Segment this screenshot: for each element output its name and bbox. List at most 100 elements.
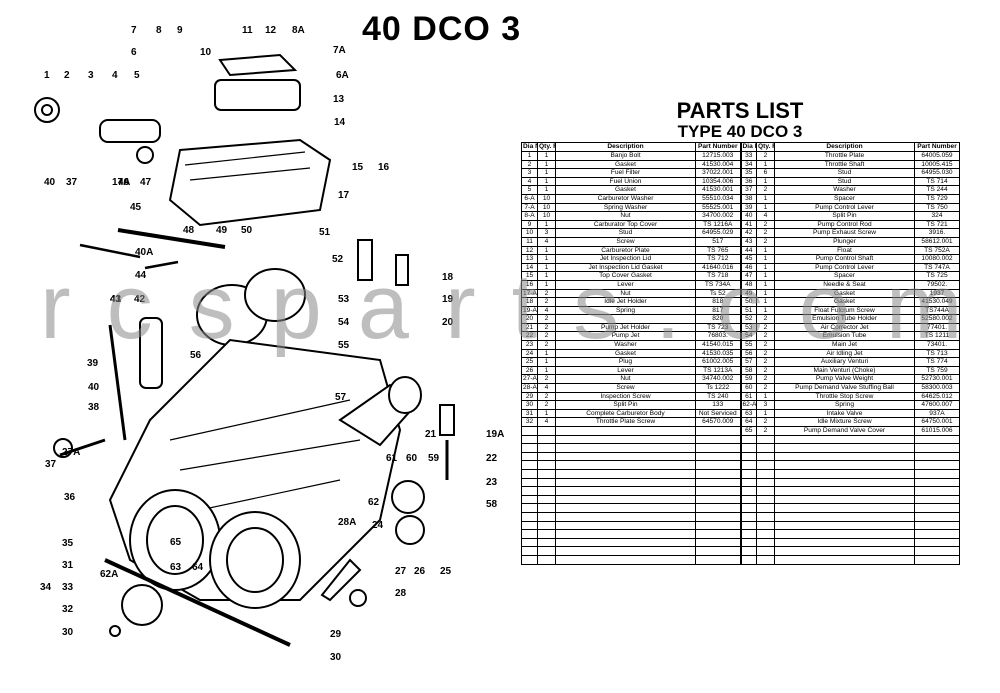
row-qty	[537, 434, 556, 445]
row-qty: 1	[537, 151, 556, 161]
row-dia-no: 44	[739, 245, 757, 256]
row-qty: 2	[537, 297, 556, 307]
row-dia-no: 38	[739, 193, 757, 204]
row-description: Pump Control Rod	[774, 219, 915, 230]
jet-inspection-lid	[214, 79, 301, 111]
row-qty: 1	[756, 279, 775, 290]
row-dia-no: 52	[739, 314, 757, 324]
header-dia-no: Dia No.	[521, 142, 538, 152]
row-part-number: TS 712	[695, 254, 741, 264]
table-row	[521, 554, 960, 565]
callout-label: 39	[87, 358, 99, 369]
callout-label: 7A	[333, 45, 346, 56]
row-part-number	[914, 537, 960, 548]
callout-label: 6	[131, 47, 137, 58]
pump-jet-holder	[439, 404, 455, 436]
row-description	[774, 494, 915, 505]
row-description	[555, 503, 696, 513]
callout-label: 48	[183, 225, 195, 236]
row-dia-no: 23	[521, 340, 538, 350]
callout-label: 52	[332, 254, 344, 265]
callout-label: 22	[486, 453, 498, 464]
row-part-number	[695, 537, 741, 548]
row-qty: 1	[756, 391, 775, 402]
row-description: Pump Control Shaft	[774, 254, 915, 264]
row-qty: 6	[756, 168, 775, 178]
callout-label: 63	[170, 562, 182, 573]
callout-label: 16	[378, 162, 390, 173]
row-description	[774, 460, 915, 470]
row-part-number	[695, 503, 741, 513]
row-qty: 2	[756, 340, 775, 350]
row-dia-no	[521, 451, 538, 462]
row-qty: 1	[537, 365, 556, 376]
row-dia-no	[521, 460, 538, 470]
banjo-bolt	[34, 97, 60, 123]
row-dia-no	[521, 434, 538, 445]
callout-label: 20	[442, 317, 454, 328]
row-part-number	[695, 434, 741, 445]
header-part-number: Part Number	[695, 142, 741, 152]
row-description	[774, 477, 915, 488]
row-qty: 2	[537, 288, 556, 299]
row-dia-no: 14	[521, 262, 538, 273]
row-part-number: 133	[695, 400, 741, 410]
row-dia-no	[521, 494, 538, 505]
row-description: Main Jet	[774, 340, 915, 350]
row-description: Emulsion Tube	[774, 331, 915, 342]
table-row	[521, 451, 960, 462]
row-dia-no: 48	[739, 279, 757, 290]
row-part-number	[914, 443, 960, 453]
row-dia-no: 50	[739, 297, 757, 307]
carburetor-line-drawing	[34, 53, 455, 647]
row-part-number: 77401.	[914, 322, 960, 333]
row-qty: 2	[537, 331, 556, 342]
callout-label: 51	[319, 227, 331, 238]
row-dia-no	[521, 537, 538, 548]
callout-label: 65	[170, 537, 182, 548]
row-description: Emulsion Tube Holder	[774, 314, 915, 324]
gasket-ring	[391, 480, 425, 514]
row-part-number	[914, 554, 960, 565]
callout-label: 49	[216, 225, 228, 236]
row-qty	[537, 520, 556, 531]
row-dia-no: 43	[739, 236, 757, 247]
row-dia-no: 40	[739, 211, 757, 221]
row-description	[774, 468, 915, 479]
row-description: Nut	[555, 211, 696, 221]
row-qty	[537, 554, 556, 565]
row-description	[774, 520, 915, 531]
callout-label: 11	[242, 25, 253, 36]
row-description	[774, 511, 915, 522]
row-part-number: 10354.006	[695, 176, 741, 187]
row-qty: 4	[756, 211, 775, 221]
row-part-number: 937A	[914, 408, 960, 419]
row-qty: 1	[537, 159, 556, 170]
row-part-number: TS 714	[914, 176, 960, 187]
row-part-number	[914, 529, 960, 539]
row-qty	[537, 503, 556, 513]
row-part-number: TS 765	[695, 245, 741, 256]
row-qty	[537, 451, 556, 462]
row-part-number: TS 723	[695, 322, 741, 333]
callout-label: 62	[368, 497, 380, 508]
row-part-number: 3916.	[914, 228, 960, 238]
row-dia-no	[521, 529, 538, 539]
row-part-number	[695, 486, 741, 496]
callout-label: 58	[486, 499, 498, 510]
row-qty: 10	[537, 193, 556, 204]
row-part-number: 12715.003	[695, 151, 741, 161]
row-dia-no	[521, 520, 538, 531]
callout-label: 18	[442, 272, 454, 283]
row-description	[774, 503, 915, 513]
row-dia-no: 1	[521, 151, 538, 161]
row-part-number: 41530.035	[695, 348, 741, 359]
callout-label: 19A	[486, 429, 504, 440]
row-dia-no: 60	[739, 383, 757, 393]
row-part-number	[695, 520, 741, 531]
row-qty: 1	[756, 297, 775, 307]
row-part-number: TS 774	[914, 357, 960, 367]
